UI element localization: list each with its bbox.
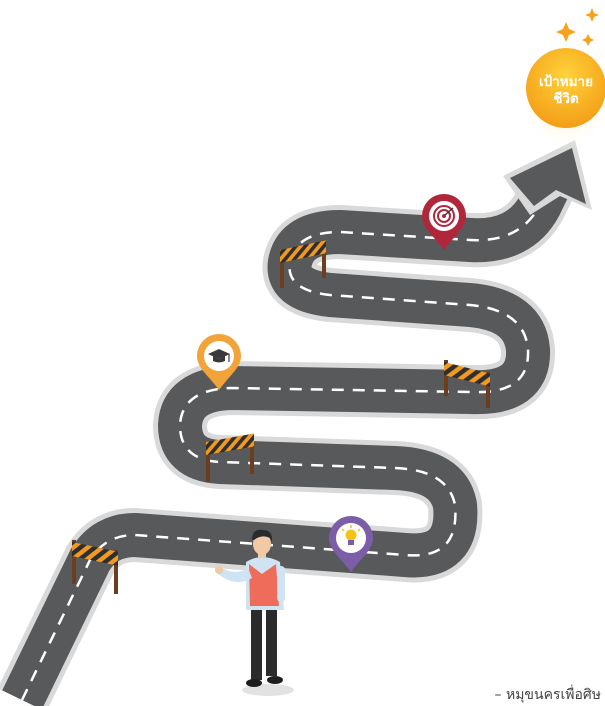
target-icon <box>434 206 454 226</box>
sparkle-icons <box>556 8 599 46</box>
sparkle-icon <box>585 8 599 22</box>
goal-title-line1: เป้าหมาย <box>539 74 593 90</box>
goal-title-line2: ชีวิต <box>553 91 579 107</box>
sparkle-icon <box>556 22 576 42</box>
road <box>22 140 592 700</box>
goal-badge: เป้าหมาย ชีวิต <box>520 48 605 150</box>
credit-caption: – หมุขนครเพื่อศิษ <box>495 684 601 706</box>
sparkle-icon <box>582 34 594 46</box>
